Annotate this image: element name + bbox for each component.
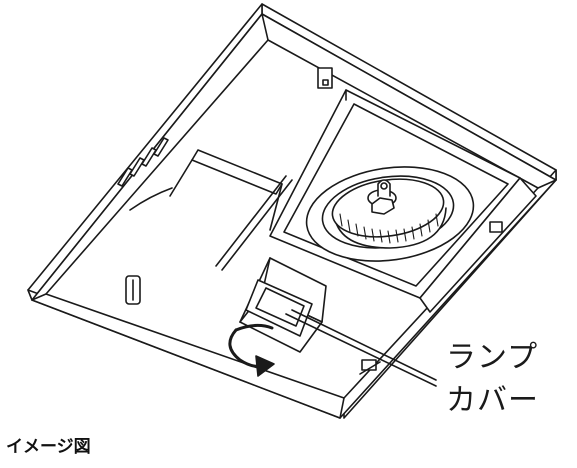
fan-assembly [305, 166, 475, 262]
callout-leader [285, 309, 437, 387]
lamp-cover-label-line2: カバー [446, 383, 539, 418]
left-clip [125, 275, 141, 305]
back-bracket [317, 67, 333, 89]
right-clip [359, 359, 381, 375]
center-rail [169, 149, 293, 271]
lamp-cover-label-line1: ランプ [446, 340, 539, 375]
rotate-arrow-icon [228, 323, 275, 377]
side-vent-slots [117, 137, 173, 211]
figure-caption: イメージ図 [6, 437, 91, 457]
